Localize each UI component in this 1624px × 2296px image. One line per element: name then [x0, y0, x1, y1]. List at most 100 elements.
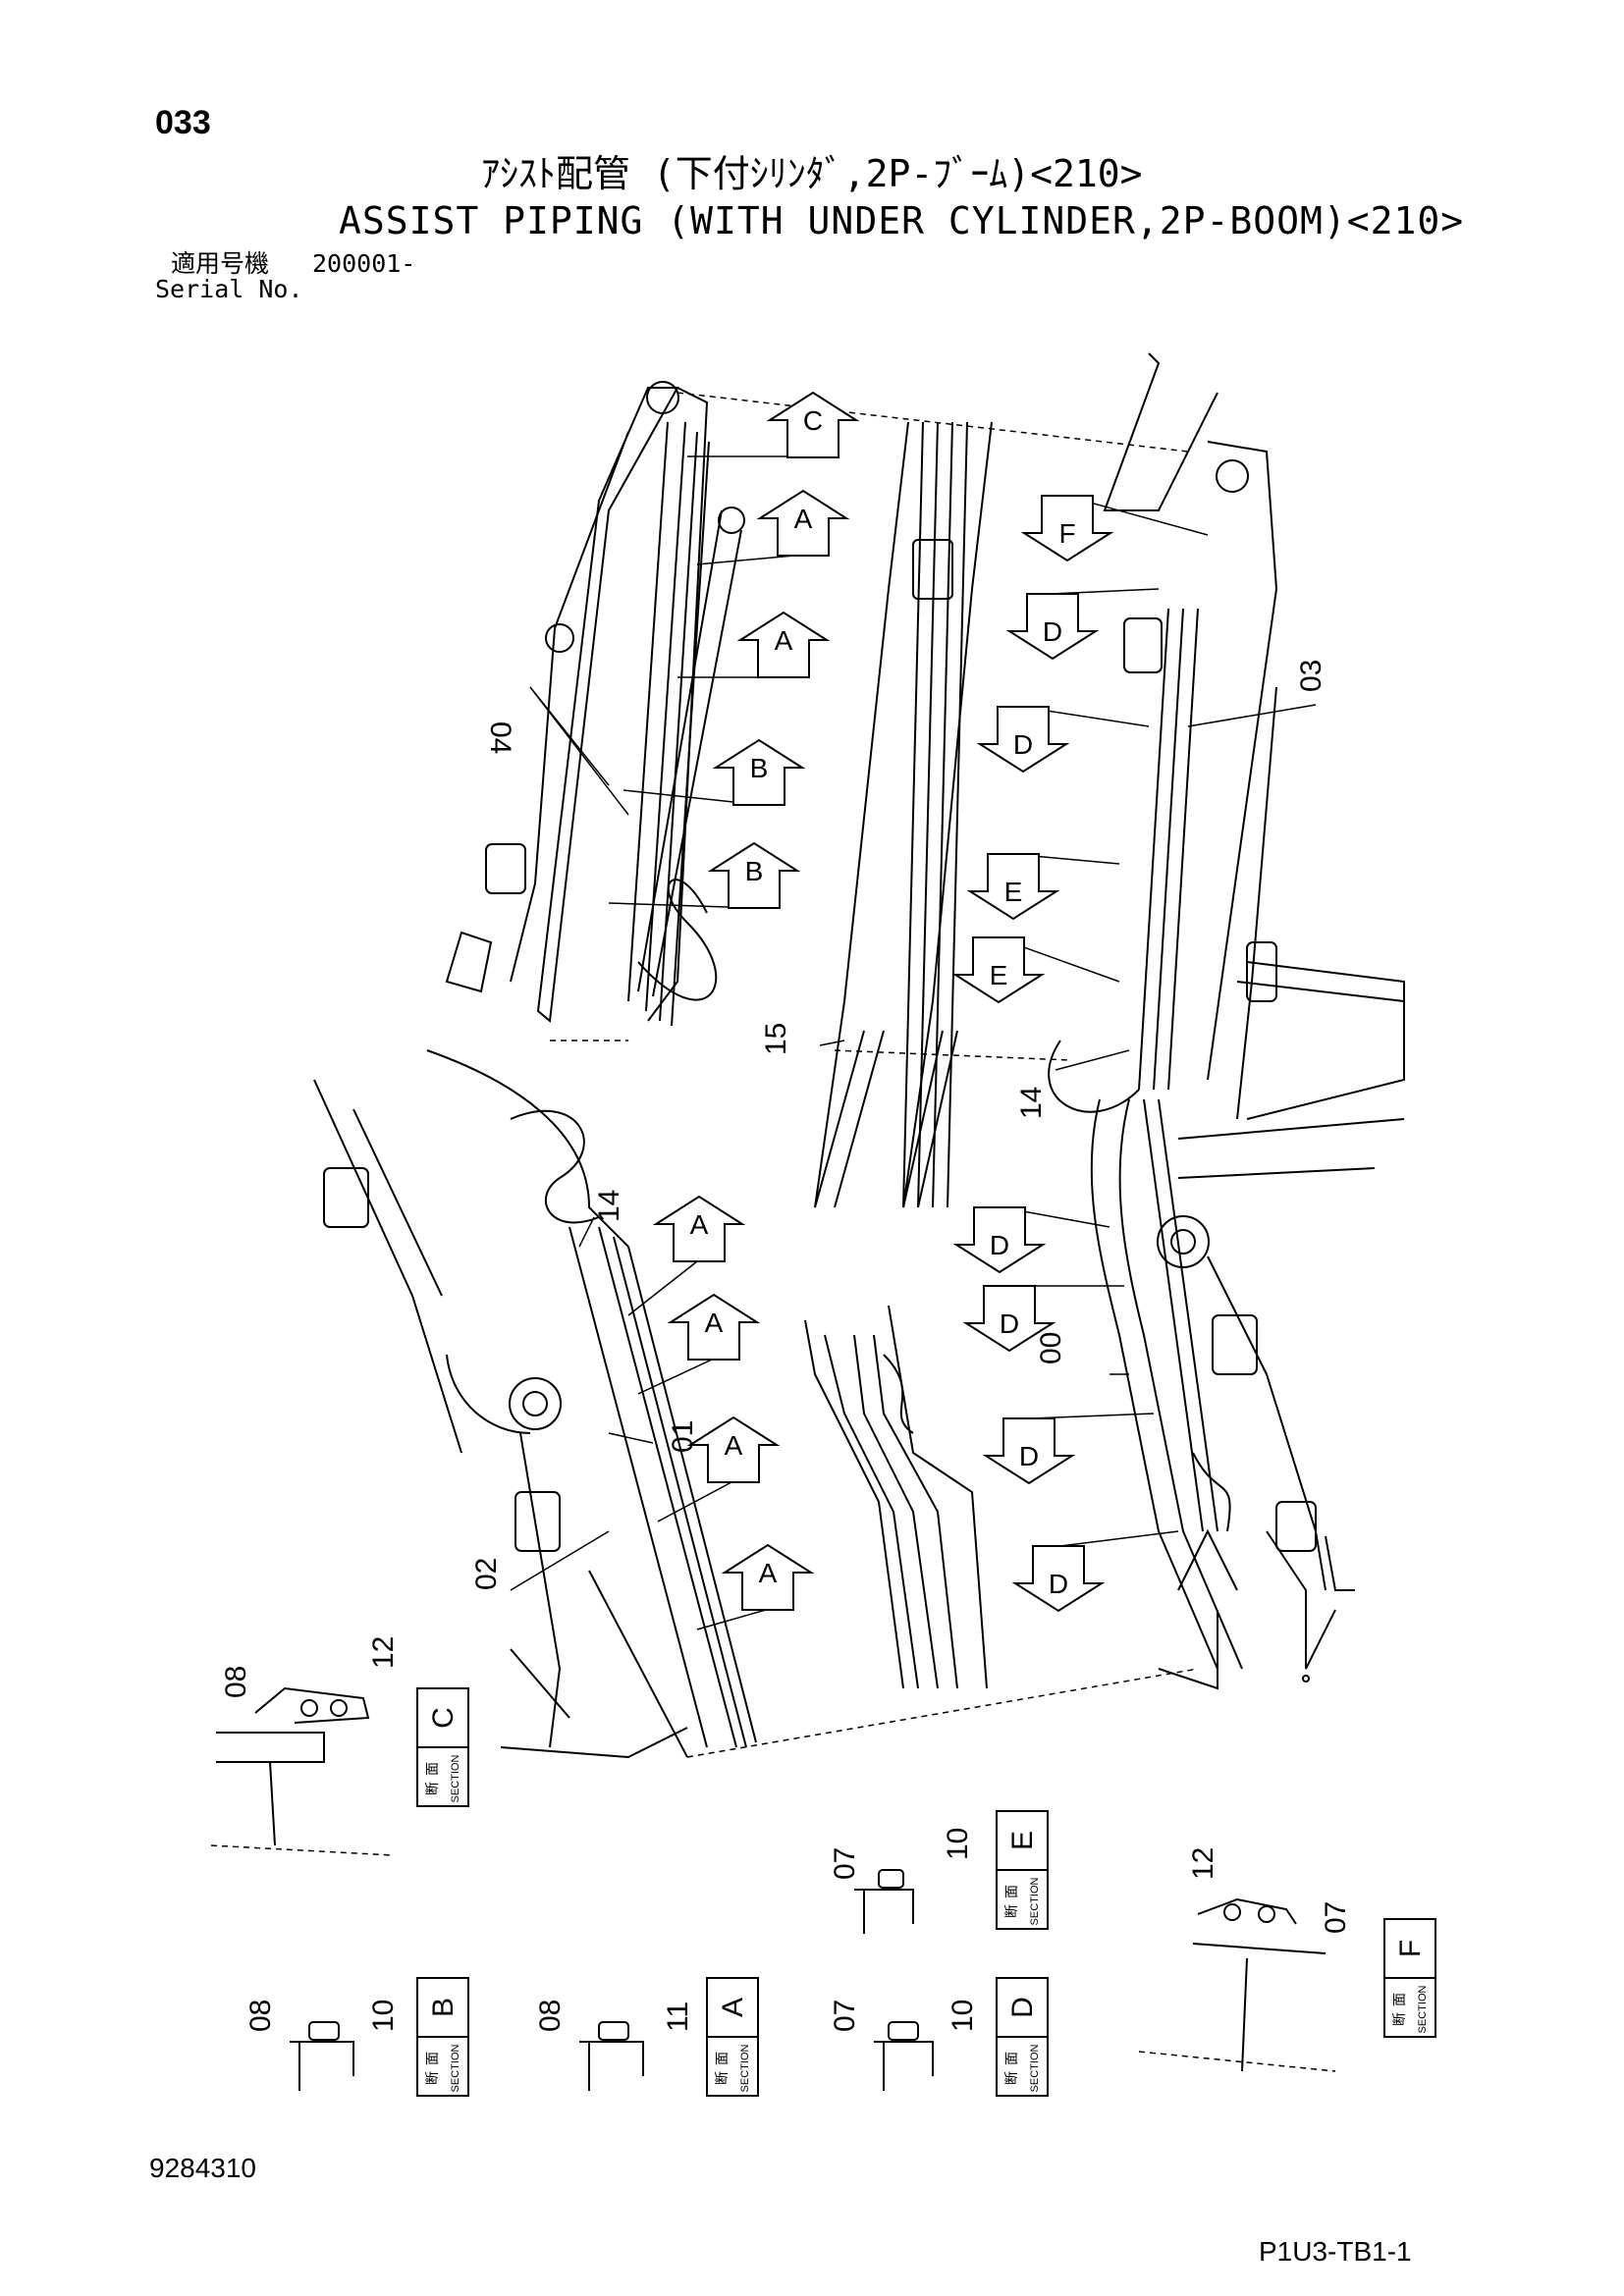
section-d-part-07: 07	[829, 2000, 861, 2032]
view-marker-d4: D	[965, 1285, 1054, 1352]
serial-value: 200001-	[312, 249, 416, 278]
diagram-label: B	[750, 753, 769, 783]
diagram-label: E	[1006, 1831, 1039, 1850]
section-label-boxes: C 断 面 SECTION E 断 面 SECTION F 断 面 SECTIO…	[416, 1687, 1436, 2097]
diagram-label: C	[427, 1707, 460, 1729]
view-marker-a4: A	[670, 1294, 758, 1361]
section-b-part-10: 10	[367, 2000, 400, 2032]
section-box-b: B 断 面 SECTION	[416, 1977, 469, 2097]
section-sketch-f	[1138, 1897, 1336, 2072]
callout-04: 04	[484, 721, 516, 754]
view-marker-b2: B	[710, 842, 798, 909]
lower-left-boom-assembly	[313, 1049, 757, 1759]
view-markers-bottom-left: A A A A	[655, 1196, 812, 1611]
section-e-part-07: 07	[829, 1847, 861, 1880]
diagram-label: SECTION	[450, 2045, 461, 2093]
section-sketch-d	[874, 2021, 934, 2091]
diagram-label: A	[705, 1308, 724, 1338]
callout-01: 01	[667, 1420, 699, 1453]
diagram-label: A	[794, 504, 813, 534]
view-marker-d1: D	[1008, 593, 1097, 660]
section-d-part-10: 10	[947, 2000, 979, 2032]
diagram-label: D	[1019, 1441, 1039, 1471]
diagram-label: E	[990, 960, 1008, 990]
upper-middle-boom-assembly	[814, 421, 993, 1208]
diagram-label: SECTION	[450, 1755, 461, 1803]
diagram-label: F	[1058, 518, 1075, 549]
view-marker-a5: A	[689, 1416, 778, 1483]
diagram-label: F	[1394, 1940, 1427, 1957]
view-markers-bottom-right: D D D D	[955, 1206, 1103, 1612]
diagram-label: D	[1013, 729, 1033, 760]
section-c-part-08: 08	[220, 1666, 252, 1698]
diagram-label: A	[775, 625, 793, 656]
diagram-label: A	[759, 1558, 778, 1588]
diagram-label: A	[690, 1209, 709, 1240]
upper-left-arm-assembly	[445, 381, 745, 1027]
diagram-label: SECTION	[739, 2045, 751, 2093]
diagram-label: D	[1043, 616, 1062, 647]
part-callouts: 04 03 15 14 14 00 01 02	[470, 660, 1327, 1590]
section-f-part-12: 12	[1187, 1847, 1219, 1880]
view-marker-a1: A	[759, 490, 847, 557]
section-f-part-07: 07	[1320, 1901, 1352, 1934]
diagram-label: D	[1000, 1308, 1019, 1339]
view-marker-d6: D	[1014, 1545, 1103, 1612]
diagram-label: SECTION	[1029, 2045, 1041, 2093]
callout-14-right: 14	[1015, 1087, 1048, 1119]
view-marker-c1: C	[769, 392, 857, 458]
view-marker-e1: E	[969, 853, 1057, 920]
section-e-part-10: 10	[942, 1828, 974, 1860]
page-number: 033	[155, 104, 211, 141]
view-marker-f: F	[1023, 495, 1111, 561]
sheet-code: P1U3-TB1-1	[1259, 2236, 1412, 2267]
diagram-label: 面	[714, 2052, 730, 2065]
diagram-label: B	[427, 1998, 460, 2017]
section-box-f: F 断 面 SECTION	[1383, 1918, 1436, 2038]
diagram-label: 面	[1391, 1993, 1407, 2006]
diagram-label: 面	[424, 1762, 440, 1776]
section-a-part-08: 08	[534, 2000, 567, 2032]
callout-02: 02	[470, 1558, 503, 1590]
diagram-label: 面	[424, 2052, 440, 2065]
section-sketch-c	[210, 1686, 394, 1856]
section-b-part-08: 08	[244, 2000, 277, 2032]
diagram-label: 断	[1391, 2012, 1407, 2026]
diagram-label: 断	[424, 2071, 440, 2085]
section-box-c: C 断 面 SECTION	[416, 1687, 469, 1807]
section-c-part-12: 12	[367, 1636, 400, 1669]
leader-lines	[550, 392, 1199, 1758]
diagram-label: 面	[1003, 1885, 1019, 1898]
title-english: ASSIST PIPING (WITH UNDER CYLINDER,2P-BO…	[339, 199, 1465, 242]
diagram-label: 面	[1003, 2052, 1019, 2065]
diagram-label: D	[1049, 1569, 1068, 1599]
diagram-label: D	[990, 1230, 1009, 1260]
section-a-part-11: 11	[662, 2002, 694, 2032]
view-markers-top-left: C A A B B	[710, 392, 857, 909]
diagram-label: A	[725, 1430, 743, 1461]
diagram-label: C	[803, 405, 823, 436]
section-part-numbers: 08 12 07 10 12 07 08 10 08 11 07 10	[220, 1636, 1352, 2032]
callout-03: 03	[1295, 660, 1327, 692]
view-marker-d2: D	[979, 706, 1067, 773]
callout-00: 00	[1035, 1332, 1067, 1364]
serial-label-english: Serial No.	[155, 275, 303, 303]
section-sketch-a	[579, 2021, 644, 2091]
diagram-label: 断	[714, 2071, 730, 2085]
diagram-label: SECTION	[1417, 1986, 1429, 2034]
diagram-label: A	[717, 1998, 749, 2017]
serial-label-japanese: 適用号機	[171, 249, 270, 278]
document-number: 9284310	[149, 2153, 257, 2183]
view-marker-d3: D	[955, 1206, 1044, 1273]
diagram-label: 断	[1003, 1904, 1019, 1918]
diagram-label: D	[1006, 1997, 1039, 2018]
lower-middle-boom-assembly	[804, 1305, 988, 1689]
upper-right-arm-assembly	[1048, 352, 1405, 1120]
view-marker-b1: B	[715, 739, 803, 806]
view-marker-a6: A	[724, 1544, 812, 1611]
view-marker-a3: A	[655, 1196, 743, 1262]
diagram-label: 断	[424, 1782, 440, 1795]
section-box-e: E 断 面 SECTION	[996, 1810, 1049, 1930]
callout-15: 15	[760, 1023, 792, 1055]
diagram-label: E	[1004, 877, 1023, 907]
